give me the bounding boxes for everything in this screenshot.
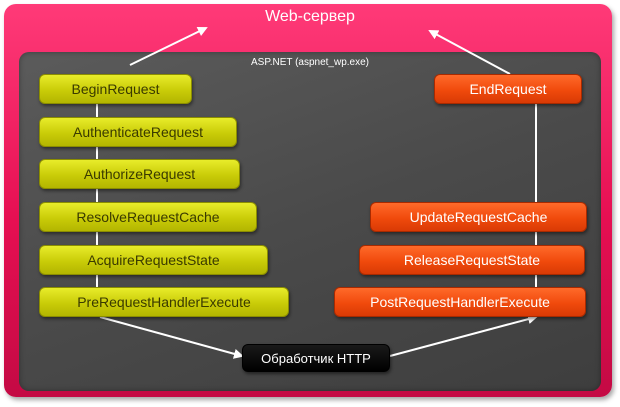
http-handler: Обработчик HTTP — [242, 344, 390, 372]
event-update-request-cache: UpdateRequestCache — [370, 202, 587, 232]
event-authorize-request: AuthorizeRequest — [39, 159, 240, 189]
event-pre-request-handler-execute: PreRequestHandlerExecute — [39, 287, 289, 317]
event-post-request-handler-execute: PostRequestHandlerExecute — [334, 287, 586, 317]
event-authenticate-request: AuthenticateRequest — [39, 117, 237, 147]
event-resolve-request-cache: ResolveRequestCache — [39, 202, 257, 232]
event-release-request-state: ReleaseRequestState — [359, 245, 585, 275]
aspnet-title: ASP.NET (aspnet_wp.exe) — [250, 57, 370, 68]
event-end-request: EndRequest — [434, 74, 582, 104]
event-begin-request: BeginRequest — [39, 74, 192, 104]
event-acquire-request-state: AcquireRequestState — [39, 245, 268, 275]
web-server-title: Web-сервер — [265, 8, 355, 25]
